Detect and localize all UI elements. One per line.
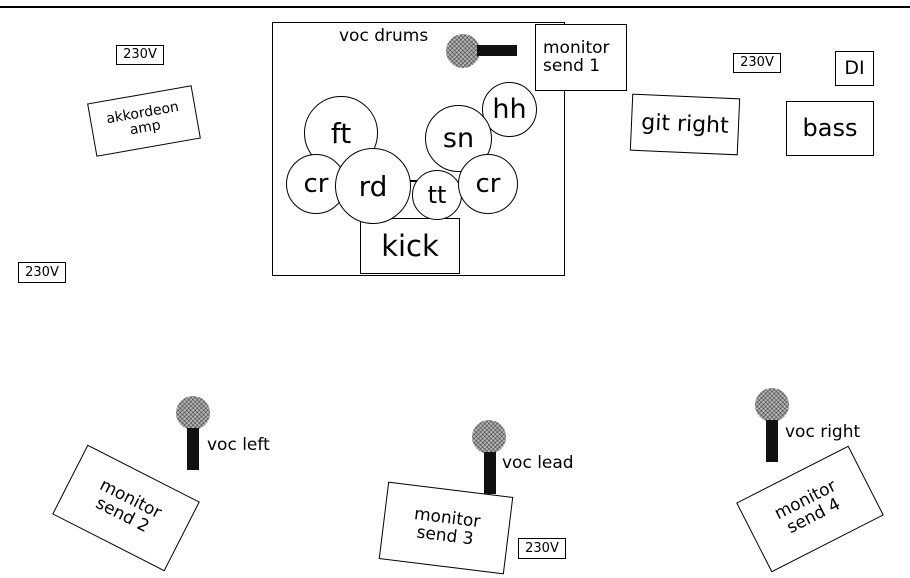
power-outlet-230v-top-right: 230V [733, 53, 781, 73]
monitor-send-1: monitor send 1 [535, 24, 627, 91]
snare-drum: sn [425, 105, 492, 172]
crash-cymbal-right: cr [458, 154, 518, 214]
power-outlet-230v-bottom: 230V [518, 538, 566, 559]
top-rule [0, 6, 910, 8]
tom-tom: tt [412, 170, 462, 220]
akkordeon-amp: akkordeon amp [87, 85, 201, 157]
power-outlet-230v-top-left: 230V [116, 45, 164, 65]
git-right-amp: git right [629, 93, 741, 156]
monitor-send-2: monitor send 2 [52, 444, 200, 572]
voc-drums-mic-stem [477, 45, 517, 56]
floor-tom-label: ft [330, 116, 352, 150]
voc-lead-label: voc lead [502, 453, 574, 473]
voc-right-mic-head-icon [755, 388, 789, 422]
voc-left-label: voc left [207, 435, 270, 455]
crash-cymbal-right-label: cr [475, 169, 501, 199]
snare-drum-label: sn [442, 123, 475, 154]
bass-amp: bass [786, 101, 874, 156]
monitor-send-3: monitor send 3 [378, 481, 514, 575]
monitor-send-4: monitor send 4 [736, 445, 884, 573]
drum-riser [272, 22, 565, 276]
crash-cymbal-left-label: cr [303, 169, 329, 199]
di-box: DI [835, 51, 874, 86]
voc-left-mic-stem [187, 428, 199, 470]
voc-right-label: voc right [785, 422, 861, 442]
hi-hat-label: hh [492, 94, 527, 125]
hi-hat: hh [482, 82, 537, 137]
voc-drums-label: voc drums [339, 26, 429, 46]
voc-drums-mic-head-icon [446, 34, 480, 68]
voc-lead-mic-head-icon [472, 420, 506, 454]
voc-lead-mic-stem [484, 452, 496, 494]
voc-left-mic-head-icon [176, 396, 210, 430]
ride-cymbal-label: rd [358, 169, 388, 203]
ride-cymbal: rd [335, 148, 411, 224]
power-outlet-230v-left: 230V [18, 262, 66, 283]
tom-tom-label: tt [427, 181, 447, 209]
voc-right-mic-stem [766, 420, 778, 462]
kick-drum: kick [360, 218, 460, 274]
